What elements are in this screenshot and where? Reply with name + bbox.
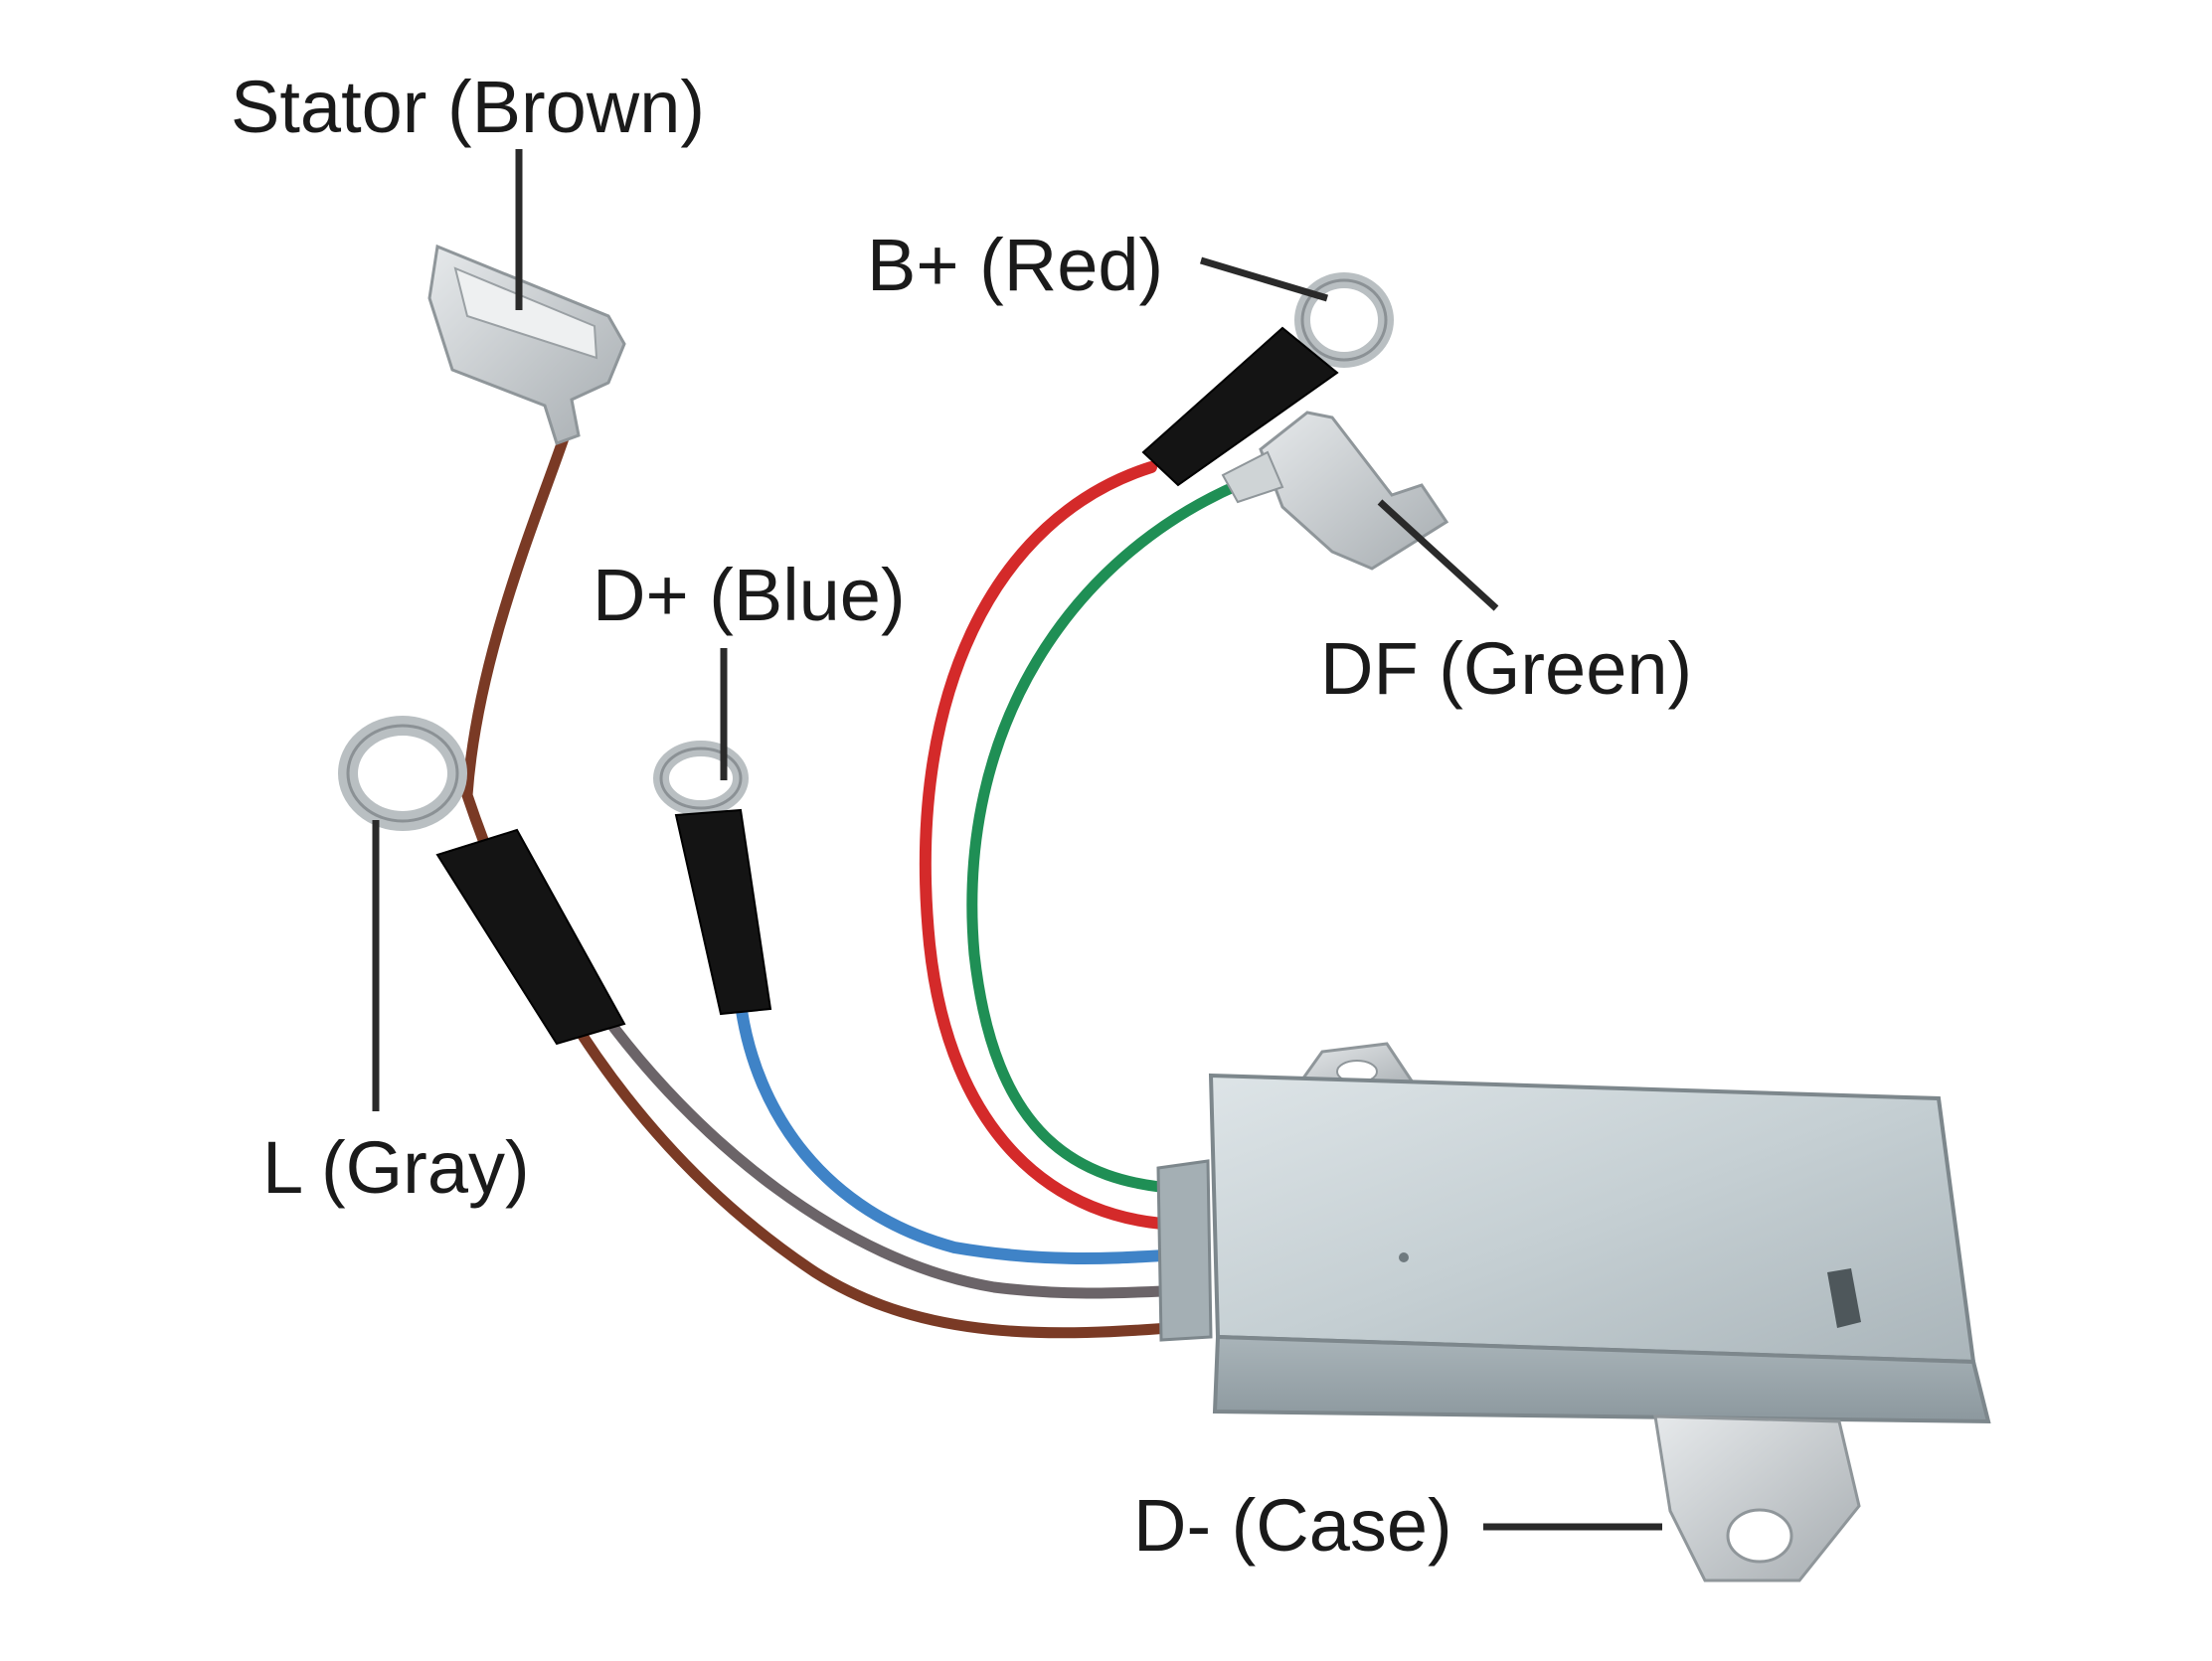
wire-red: [919, 461, 1189, 1231]
d-minus-label: D- (Case): [1133, 1484, 1452, 1567]
wire-green: [966, 479, 1244, 1195]
b-plus-sleeve: [1141, 326, 1339, 487]
stator-label: Stator (Brown): [231, 66, 705, 148]
d-plus-ring-terminal: [653, 741, 749, 816]
stator-spade-terminal: [427, 244, 626, 445]
callout-leaders: [372, 149, 1662, 1531]
df-label: DF (Green): [1320, 627, 1692, 710]
l-ring-terminal: [338, 716, 467, 831]
b-plus-ring-terminal: [1294, 272, 1394, 368]
l-sleeve: [435, 828, 626, 1046]
regulator-case: [1156, 1042, 1991, 1582]
df-spade-terminal: [1221, 411, 1449, 571]
wire-gray: [591, 998, 1189, 1299]
df-leader-line: [1377, 499, 1499, 611]
b-plus-leader-line: [1199, 256, 1329, 302]
wire-blue: [735, 998, 1189, 1264]
l-label: L (Gray): [262, 1126, 530, 1209]
d-plus-sleeve: [674, 808, 772, 1016]
d-plus-label: D+ (Blue): [593, 554, 906, 636]
b-plus-label: B+ (Red): [867, 224, 1163, 306]
wire-brown: [461, 429, 1189, 1339]
